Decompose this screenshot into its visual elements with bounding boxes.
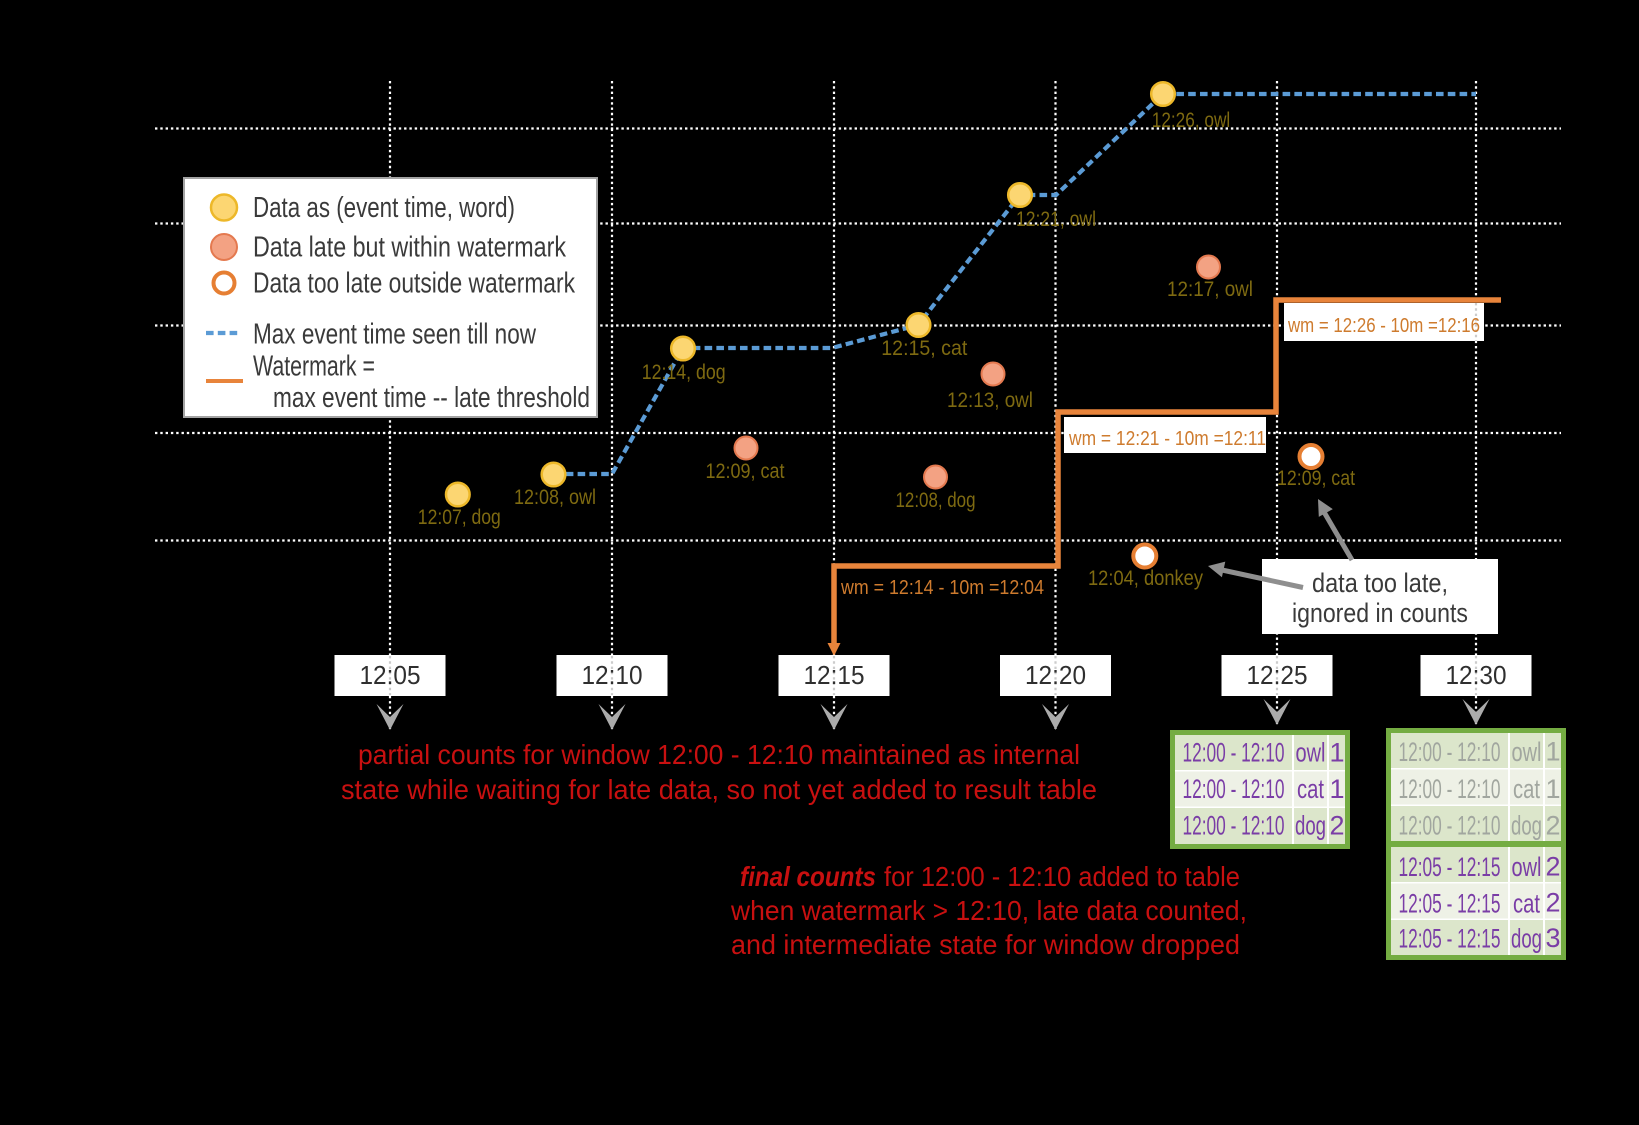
svg-text:12:14, dog: 12:14, dog <box>642 361 726 384</box>
svg-text:state while waiting for late d: state while waiting for late data, so no… <box>341 774 1097 805</box>
svg-text:12:00 - 12:10: 12:00 - 12:10 <box>1399 774 1501 804</box>
svg-text:12:00 - 12:10: 12:00 - 12:10 <box>1183 774 1285 804</box>
svg-text:1: 1 <box>1329 774 1344 804</box>
svg-text:Max event time seen till now: Max event time seen till now <box>253 319 536 351</box>
svg-text:12:30: 12:30 <box>1446 662 1507 690</box>
svg-text:12:13, owl: 12:13, owl <box>947 389 1033 412</box>
svg-text:2: 2 <box>1545 888 1560 918</box>
svg-text:Watermark =: Watermark = <box>253 351 375 383</box>
svg-text:12:07, dog: 12:07, dog <box>418 506 501 529</box>
svg-text:owl: owl <box>1512 852 1542 882</box>
svg-text:12:00 - 12:10: 12:00 - 12:10 <box>1183 738 1285 768</box>
svg-text:3: 3 <box>1545 923 1560 953</box>
svg-text:12:25: 12:25 <box>1247 662 1308 690</box>
svg-text:wm = 12:26 - 10m =12:16: wm = 12:26 - 10m =12:16 <box>1287 315 1480 337</box>
svg-text:12:00 - 12:10: 12:00 - 12:10 <box>1399 737 1501 767</box>
svg-text:1: 1 <box>1545 774 1560 804</box>
svg-text:12:05 - 12:15: 12:05 - 12:15 <box>1399 889 1501 919</box>
svg-text:for 12:00 - 12:10 added to tab: for 12:00 - 12:10 added to table <box>884 861 1240 892</box>
svg-text:12:09, cat: 12:09, cat <box>706 460 785 483</box>
svg-text:Data late but within watermark: Data late but within watermark <box>253 232 567 264</box>
svg-text:12:08, owl: 12:08, owl <box>514 486 596 509</box>
svg-text:cat: cat <box>1513 889 1540 919</box>
svg-text:12:00 - 12:10: 12:00 - 12:10 <box>1399 811 1501 841</box>
svg-text:1: 1 <box>1329 738 1344 768</box>
svg-text:and intermediate state for win: and intermediate state for window droppe… <box>731 929 1240 960</box>
svg-text:12:05 - 12:15: 12:05 - 12:15 <box>1399 852 1501 882</box>
svg-text:cat: cat <box>1297 774 1324 804</box>
svg-text:dog: dog <box>1511 924 1542 954</box>
svg-text:owl: owl <box>1512 737 1542 767</box>
svg-text:12:21, owl: 12:21, owl <box>1016 208 1096 231</box>
svg-text:data too late,: data too late, <box>1312 568 1448 598</box>
svg-text:when watermark > 12:10, late d: when watermark > 12:10, late data counte… <box>730 895 1247 926</box>
svg-text:owl: owl <box>1296 738 1326 768</box>
svg-text:2: 2 <box>1545 811 1560 841</box>
svg-text:partial counts for window 12:0: partial counts for window 12:00 - 12:10 … <box>358 739 1080 770</box>
svg-text:12:15, cat: 12:15, cat <box>881 337 967 360</box>
svg-text:12:20: 12:20 <box>1025 662 1086 690</box>
svg-text:final counts: final counts <box>740 861 876 892</box>
svg-text:Data too late outside watermar: Data too late outside watermark <box>253 268 576 300</box>
svg-text:2: 2 <box>1545 852 1560 882</box>
svg-text:12:10: 12:10 <box>582 662 643 690</box>
svg-text:dog: dog <box>1511 811 1542 841</box>
svg-text:2: 2 <box>1329 811 1344 841</box>
svg-text:max event time -- late thresho: max event time -- late threshold <box>273 382 590 414</box>
svg-text:12:26, owl: 12:26, owl <box>1152 109 1231 132</box>
svg-text:cat: cat <box>1513 774 1540 804</box>
svg-text:dog: dog <box>1295 811 1326 841</box>
svg-text:wm = 12:14 - 10m =12:04: wm = 12:14 - 10m =12:04 <box>840 577 1044 599</box>
svg-text:12:00 - 12:10: 12:00 - 12:10 <box>1183 811 1285 841</box>
svg-text:12:04, donkey: 12:04, donkey <box>1088 567 1203 590</box>
svg-text:12:05: 12:05 <box>360 662 421 690</box>
svg-text:12:09, cat: 12:09, cat <box>1277 467 1355 490</box>
svg-text:wm = 12:21 - 10m =12:11: wm = 12:21 - 10m =12:11 <box>1068 428 1266 450</box>
svg-text:12:17, owl: 12:17, owl <box>1167 278 1253 301</box>
svg-text:1: 1 <box>1545 737 1560 767</box>
svg-text:Data as (event time, word): Data as (event time, word) <box>253 192 515 224</box>
svg-text:12:15: 12:15 <box>804 662 865 690</box>
svg-text:12:08, dog: 12:08, dog <box>896 489 976 512</box>
svg-text:12:05 - 12:15: 12:05 - 12:15 <box>1399 924 1501 954</box>
svg-text:ignored in counts: ignored in counts <box>1292 598 1468 628</box>
